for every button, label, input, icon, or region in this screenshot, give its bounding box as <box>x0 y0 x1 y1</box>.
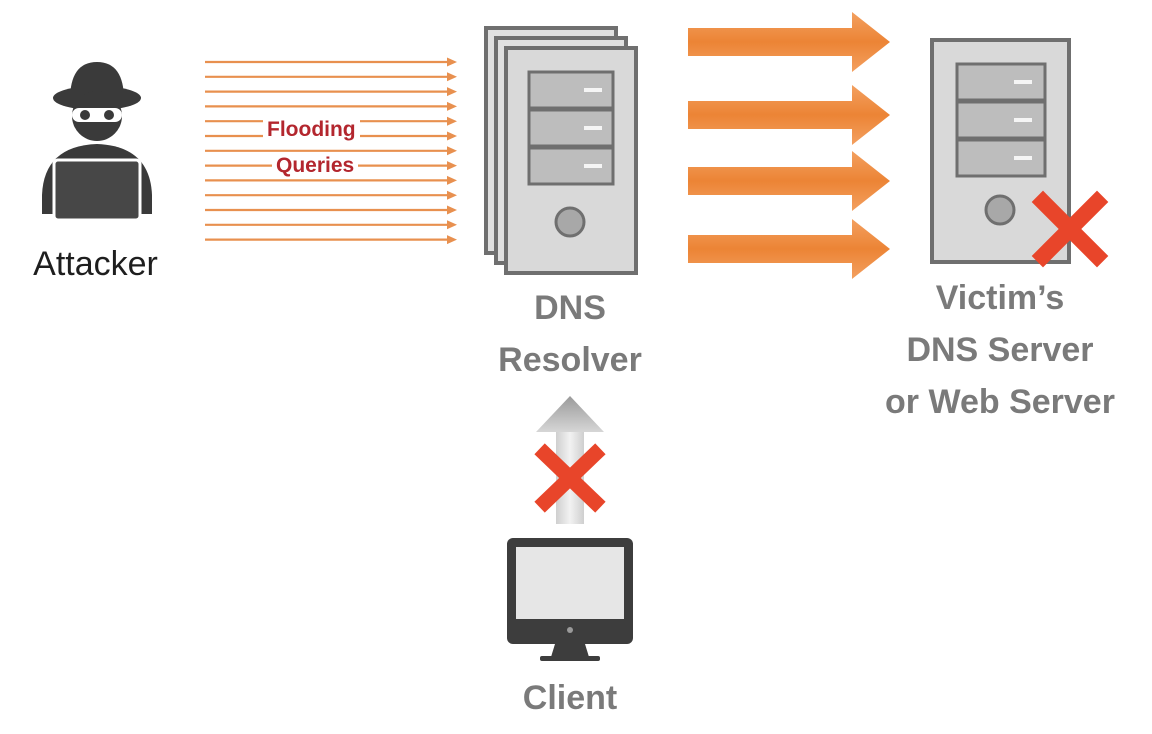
attacker-label: Attacker <box>33 245 158 283</box>
dns-resolver-server-icon <box>484 26 638 275</box>
client-blocked-x-icon <box>534 443 606 513</box>
flood-arrow-head <box>447 235 457 245</box>
amplified-response-arrows <box>688 12 890 279</box>
dns-resolver-label: DNS Resolver <box>470 282 670 386</box>
flood-arrow-head <box>447 72 457 82</box>
victim-label-line2: DNS Server <box>906 331 1094 369</box>
flood-arrow-head <box>447 116 457 126</box>
flood-arrow-head <box>447 190 457 200</box>
flood-arrow-head <box>447 131 457 141</box>
flood-arrow-head <box>447 205 457 215</box>
flood-arrow-head <box>447 101 457 111</box>
victim-server-label: Victim’s DNS Server or Web Server <box>860 272 1140 428</box>
flood-arrow-head <box>447 146 457 156</box>
flood-arrow-head <box>447 57 457 67</box>
flood-arrow-head <box>447 175 457 185</box>
flood-arrow-head <box>447 220 457 230</box>
flood-arrow-head <box>447 87 457 97</box>
victim-server-icon <box>930 38 1071 264</box>
flooding-queries-arrows <box>205 57 457 245</box>
client-label: Client <box>522 679 618 717</box>
dns-resolver-label-line1: DNS <box>534 289 606 327</box>
victim-label-line3: or Web Server <box>885 383 1115 421</box>
victim-label-line1: Victim’s <box>935 279 1065 317</box>
flood-arrow-head <box>447 161 457 171</box>
attacker-icon <box>42 62 152 222</box>
flooding-queries-label-line1: Flooding <box>263 117 360 143</box>
dns-resolver-label-line2: Resolver <box>498 341 642 379</box>
flooding-queries-label-line2: Queries <box>272 153 359 179</box>
victim-blocked-x-icon <box>1031 190 1109 268</box>
client-monitor-icon <box>507 538 633 661</box>
